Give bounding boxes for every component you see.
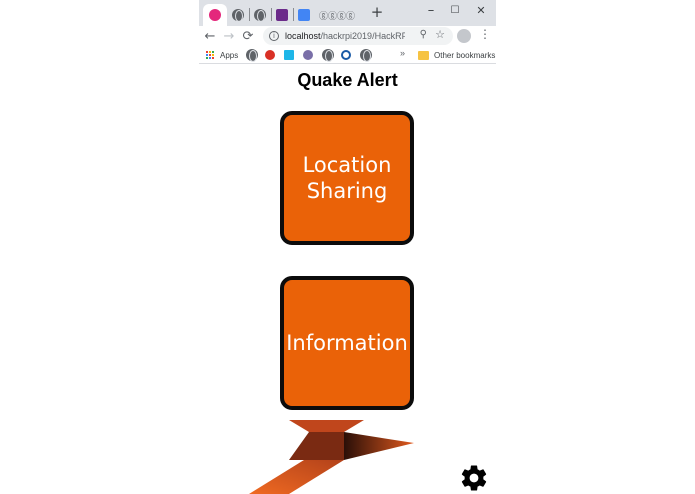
back-button[interactable]: ←	[204, 28, 216, 44]
tab-globe-2[interactable]	[251, 4, 269, 26]
address-url: localhost/hackrpi2019/HackRPI2...	[285, 31, 405, 41]
bookmark-6[interactable]	[341, 49, 351, 61]
globe-icon	[322, 49, 334, 62]
tab-divider	[249, 8, 250, 21]
profile-avatar[interactable]	[457, 29, 471, 43]
pink-smiley-icon	[209, 9, 221, 21]
tab-active[interactable]	[203, 4, 227, 26]
menu-icon[interactable]: ⋮	[479, 27, 491, 41]
tab-doc[interactable]	[295, 4, 313, 26]
cyan-site-icon	[284, 50, 294, 60]
apps-label: Apps	[220, 50, 239, 60]
globe-icon	[232, 9, 244, 22]
bookmark-1[interactable]	[246, 49, 258, 62]
apps-grid-icon	[206, 50, 215, 60]
globe-icon	[360, 49, 372, 62]
url-path: /hackrpi2019/HackRPI2...	[320, 31, 405, 41]
blue-doc-icon	[298, 9, 310, 21]
bookmark-3[interactable]	[284, 49, 294, 61]
maximize-button[interactable]: ☐	[450, 4, 460, 16]
reload-button[interactable]: ⟳	[242, 28, 254, 44]
bookmark-star-icon[interactable]: ☆	[435, 28, 445, 41]
bookmark-7[interactable]	[360, 49, 372, 62]
close-button[interactable]: ✕	[476, 3, 486, 17]
tab-group-placeholders[interactable]: ⓖⓖⓖⓖ	[315, 4, 359, 26]
new-tab-button[interactable]: +	[370, 3, 384, 21]
page-title: Quake Alert	[297, 70, 398, 90]
globe-icon	[246, 49, 258, 62]
globe-icon	[254, 9, 266, 22]
blue-ring-icon	[341, 50, 351, 60]
tab-divider	[293, 8, 294, 21]
bookmarks-bar: Apps » Other bookmarks	[199, 46, 496, 64]
other-bookmarks-label: Other bookmarks	[434, 50, 496, 60]
folder-icon	[418, 50, 429, 60]
purple-app-icon	[276, 9, 288, 21]
bookmark-4[interactable]	[303, 49, 313, 61]
lightning-logo-icon	[249, 420, 414, 494]
apps-bookmark[interactable]: Apps	[206, 49, 238, 61]
address-bar[interactable]: i localhost/hackrpi2019/HackRPI2... ⚲ ☆	[263, 27, 453, 45]
location-sharing-label: Location Sharing	[302, 153, 392, 203]
purple-site-icon	[303, 50, 313, 60]
red-site-icon	[265, 50, 275, 60]
forward-button[interactable]: →	[223, 28, 235, 44]
tab-globe-1[interactable]	[229, 4, 247, 26]
placeholder-tab-icons: ⓖⓖⓖⓖ	[318, 10, 355, 21]
information-label: Information	[286, 331, 408, 355]
url-host: localhost	[285, 31, 321, 41]
information-button[interactable]: Information	[280, 276, 414, 410]
info-icon[interactable]: i	[269, 31, 279, 41]
bookmark-5[interactable]	[322, 49, 334, 62]
bookmark-2[interactable]	[265, 49, 275, 61]
zoom-icon[interactable]: ⚲	[419, 29, 427, 40]
tab-purple[interactable]	[273, 4, 291, 26]
browser-toolbar: ← → ⟳ i localhost/hackrpi2019/HackRPI2..…	[199, 26, 496, 46]
browser-window: ⓖⓖⓖⓖ + – ☐ ✕ ← → ⟳ i localhost/hackrpi20…	[199, 0, 496, 494]
tab-strip: ⓖⓖⓖⓖ + – ☐ ✕	[199, 0, 496, 26]
minimize-button[interactable]: –	[427, 2, 435, 18]
location-sharing-button[interactable]: Location Sharing	[280, 111, 414, 245]
other-bookmarks[interactable]: Other bookmarks	[418, 49, 495, 61]
tab-divider	[271, 8, 272, 21]
more-bookmarks-chevron[interactable]: »	[400, 48, 406, 58]
page-content: Quake Alert Location Sharing Information	[199, 65, 496, 494]
gear-icon[interactable]	[459, 463, 489, 493]
